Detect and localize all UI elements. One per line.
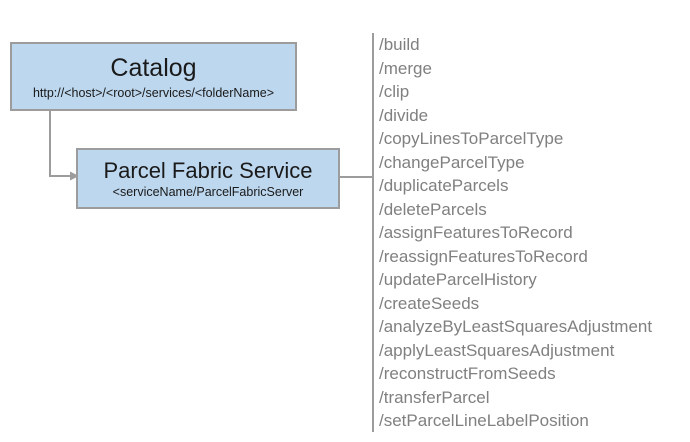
operation-item[interactable]: /copyLinesToParcelType [379,129,564,148]
node-catalog[interactable]: Catalog http://<host>/<root>/services/<f… [10,42,297,111]
node-catalog-subtitle: http://<host>/<root>/services/<folderNam… [32,85,275,100]
node-parcel-fabric-service[interactable]: Parcel Fabric Service <serviceName/Parce… [76,148,340,209]
operation-item[interactable]: /createSeeds [379,293,480,313]
node-parcel-fabric-service-title: Parcel Fabric Service [103,157,313,183]
operation-item[interactable]: /reassignFeaturesToRecord [379,246,588,266]
operation-item[interactable]: /setParcelLineLabelPosition [379,411,589,430]
operation-item[interactable]: /deleteParcels [379,199,487,219]
operation-item[interactable]: /updateParcelHistory [379,270,537,289]
connector-catalog-to-service [49,111,70,177]
operations-list: /build/merge/clip/divide/copyLinesToParc… [379,33,684,433]
operation-item[interactable]: /build [379,35,420,54]
operation-item[interactable]: /transferParcel [379,387,490,407]
operation-item[interactable]: /changeParcelType [379,152,525,172]
operation-item[interactable]: /applyLeastSquaresAdjustment [379,340,615,360]
operation-item[interactable]: /analyzeByLeastSquaresAdjustment [379,317,653,336]
operation-item[interactable]: /reconstructFromSeeds [379,364,556,383]
operation-item[interactable]: /duplicateParcels [379,176,509,195]
operation-item[interactable]: /assignFeaturesToRecord [379,223,573,242]
operation-item[interactable]: /merge [379,58,432,78]
operation-item[interactable]: /clip [379,82,410,101]
node-catalog-title: Catalog [110,53,197,82]
node-parcel-fabric-service-subtitle: <serviceName/ParcelFabricServer [112,184,304,199]
operation-item[interactable]: /divide [379,105,429,125]
